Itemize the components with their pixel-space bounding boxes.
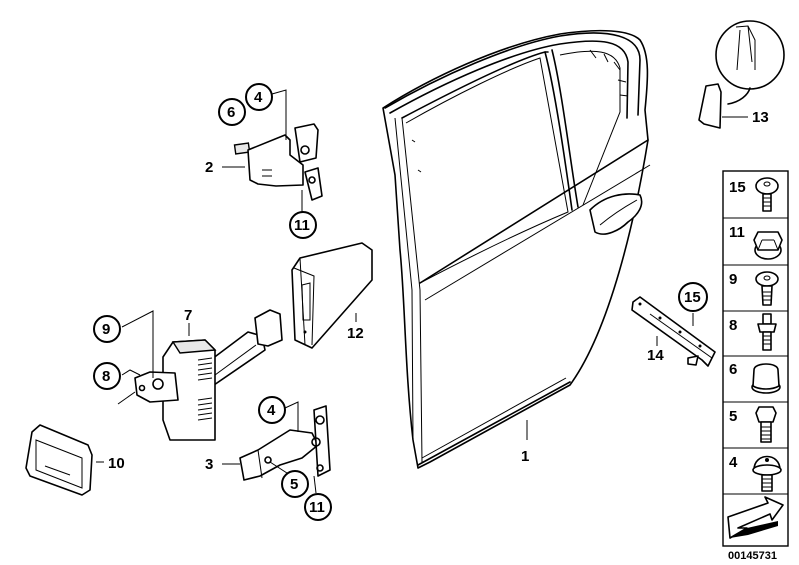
- stud-bolt-icon: [757, 313, 777, 351]
- cap-icon: [751, 363, 781, 394]
- countersunk-screw-icon: [755, 271, 779, 306]
- callout-2[interactable]: 2: [205, 159, 213, 176]
- callout-11-lower[interactable]: 11: [304, 493, 332, 521]
- svg-text:6: 6: [227, 104, 235, 121]
- dome-bolt-icon: [752, 455, 782, 492]
- leader-4a: [271, 89, 287, 140]
- legend-row-8[interactable]: 8: [729, 313, 777, 351]
- arrow-down-left-icon: [727, 496, 784, 539]
- callout-4-lower[interactable]: 4: [258, 396, 286, 424]
- svg-text:5: 5: [290, 476, 298, 493]
- callout-7[interactable]: 7: [184, 307, 192, 324]
- leader-8b: [117, 391, 136, 405]
- lower-hinge[interactable]: [239, 405, 331, 481]
- diagram-code: 00145731: [728, 550, 777, 562]
- svg-text:5: 5: [729, 408, 737, 425]
- callout-5[interactable]: 5: [281, 470, 309, 498]
- legend-row-9[interactable]: 9: [729, 271, 779, 306]
- legend-row-6[interactable]: 6: [729, 361, 781, 394]
- leader-8: [121, 369, 141, 376]
- hex-nut-icon: [753, 231, 783, 260]
- callout-12[interactable]: 12: [347, 325, 364, 342]
- legend-row-15[interactable]: 15: [729, 177, 779, 212]
- svg-text:15: 15: [729, 179, 746, 196]
- svg-text:11: 11: [309, 499, 325, 516]
- leader-11b: [313, 475, 317, 494]
- callout-3[interactable]: 3: [205, 456, 213, 473]
- legend-row-11[interactable]: 11: [729, 224, 783, 260]
- legend-row-4[interactable]: 4: [729, 454, 782, 492]
- door-bracket[interactable]: [631, 296, 716, 367]
- callout-6[interactable]: 6: [218, 98, 246, 126]
- callout-4-upper[interactable]: 4: [245, 83, 273, 111]
- svg-text:15: 15: [684, 289, 701, 306]
- svg-text:9: 9: [729, 271, 737, 288]
- hex-bolt-icon: [755, 406, 777, 443]
- svg-text:9: 9: [102, 321, 110, 338]
- svg-text:4: 4: [254, 89, 263, 106]
- callout-15[interactable]: 15: [678, 282, 708, 312]
- callout-9[interactable]: 9: [93, 315, 121, 343]
- upper-hinge[interactable]: [233, 123, 323, 201]
- leader-9: [121, 310, 154, 378]
- hinge-cover[interactable]: [291, 242, 373, 349]
- leader-4b: [284, 401, 299, 432]
- callout-8[interactable]: 8: [93, 362, 121, 390]
- callout-11-upper[interactable]: 11: [289, 211, 317, 239]
- svg-text:8: 8: [729, 317, 737, 334]
- grommet-seal[interactable]: [25, 424, 93, 496]
- callout-13[interactable]: 13: [752, 109, 769, 126]
- rear-door-shell[interactable]: [382, 29, 651, 469]
- trim-cap[interactable]: [698, 20, 785, 129]
- callout-10[interactable]: 10: [108, 455, 125, 472]
- svg-text:6: 6: [729, 361, 737, 378]
- svg-text:4: 4: [267, 402, 276, 419]
- svg-text:8: 8: [102, 368, 110, 385]
- legend-row-5[interactable]: 5: [729, 406, 777, 443]
- callout-1[interactable]: 1: [521, 448, 529, 465]
- svg-text:4: 4: [729, 454, 738, 471]
- svg-text:11: 11: [729, 224, 745, 241]
- callout-14[interactable]: 14: [647, 347, 664, 364]
- door-check-strap[interactable]: [134, 309, 283, 441]
- bolt-flange-icon: [755, 177, 779, 212]
- svg-text:11: 11: [294, 217, 310, 234]
